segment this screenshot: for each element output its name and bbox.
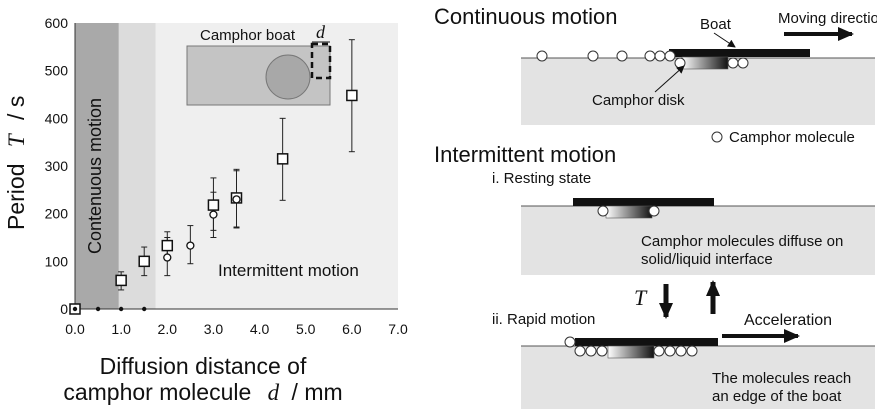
period-symbol: T — [634, 285, 648, 310]
x-tick-label: 3.0 — [204, 321, 224, 337]
rapid-camphor-disk — [607, 345, 655, 359]
x-tick-label: 5.0 — [296, 321, 316, 337]
x-tick-label: 1.0 — [111, 321, 131, 337]
region-band-1 — [118, 23, 156, 309]
boat-pointer — [713, 32, 736, 48]
region-label-continuous: Contenuous motion — [85, 98, 105, 254]
circle-marker — [163, 253, 172, 262]
molecule-legend-icon — [711, 131, 723, 143]
resting-state-label: i. Resting state — [492, 170, 591, 187]
resting-water — [521, 206, 875, 275]
camphor-molecule — [596, 345, 608, 357]
rapid-motion-label: ii. Rapid motion — [492, 311, 595, 328]
x-tick-label: 6.0 — [342, 321, 362, 337]
inset-boat-label: Camphor boat — [200, 27, 296, 44]
x-axis-label-prefix: camphor molecule — [63, 379, 251, 405]
dot-marker — [95, 306, 101, 312]
y-tick-label: 600 — [45, 15, 69, 31]
square-marker — [346, 89, 358, 102]
y-tick-label: 200 — [45, 206, 69, 222]
y-axis-unit: / s — [3, 96, 29, 120]
plot-frame — [74, 23, 398, 310]
dot-marker — [72, 306, 78, 312]
period-chart: Contenuous motion Intermittent motion Ca… — [3, 15, 408, 405]
camphor-molecule — [653, 345, 665, 357]
y-tick-label: 300 — [45, 158, 69, 174]
camphor-molecule — [597, 205, 609, 217]
molecule-legend-label: Camphor molecule — [729, 129, 855, 146]
camphor-molecule — [737, 57, 749, 69]
y-axis-symbol: T — [4, 132, 29, 147]
y-axis-label: Period T / s — [3, 96, 29, 230]
camphor-molecule — [536, 50, 548, 62]
y-tick-label: 400 — [45, 110, 69, 126]
camphor-molecule — [664, 50, 676, 62]
continuous-boat — [669, 49, 810, 57]
x-axis-symbol: d — [268, 380, 280, 405]
camphor-molecule — [564, 336, 576, 348]
camphor-molecule — [616, 50, 628, 62]
x-axis-label-line1: Diffusion distance of — [100, 353, 307, 379]
resting-molecules — [597, 205, 660, 217]
rapid-text-line1: The molecules reach — [712, 370, 851, 387]
dot-marker — [142, 306, 147, 312]
rapid-boat — [575, 338, 718, 346]
data-markers — [69, 89, 358, 315]
x-axis-unit: / mm — [292, 379, 343, 405]
x-tick-label: 2.0 — [158, 321, 178, 337]
square-marker — [138, 255, 150, 268]
intermittent-title: Intermittent motion — [434, 142, 616, 167]
camphor-molecule — [675, 345, 687, 357]
moving-direction-label: Moving direction — [778, 10, 877, 27]
resting-text-line1: Camphor molecules diffuse on — [641, 233, 843, 250]
camphor-molecule — [587, 50, 599, 62]
circle-marker — [186, 241, 195, 250]
camphor-molecule — [654, 50, 666, 62]
rapid-molecules — [564, 336, 698, 357]
y-tick-label: 0 — [60, 301, 68, 317]
camphor-molecule — [644, 50, 656, 62]
y-tick-label: 500 — [45, 63, 69, 79]
circle-marker — [209, 210, 218, 219]
square-marker — [161, 239, 174, 252]
camphor-molecule — [648, 205, 660, 217]
inset-d-symbol: d — [316, 22, 326, 42]
x-tick-label: 7.0 — [388, 321, 408, 337]
square-marker — [115, 274, 127, 287]
x-tick-label: 4.0 — [250, 321, 270, 337]
y-tick-label: 100 — [45, 253, 69, 269]
circle-marker — [232, 195, 241, 204]
acceleration-label: Acceleration — [744, 312, 832, 329]
y-axis-label-prefix: Period — [3, 164, 29, 230]
camphor-disk-label: Camphor disk — [592, 92, 685, 109]
resting-boat — [573, 198, 714, 206]
camphor-molecule — [585, 345, 597, 357]
resting-camphor-disk — [605, 205, 653, 219]
continuous-camphor-disk — [681, 56, 729, 70]
square-marker — [207, 199, 220, 211]
motion-diagram: Continuous motion Boat Moving direction … — [434, 4, 877, 409]
square-marker — [276, 153, 289, 165]
boat-label: Boat — [700, 16, 732, 33]
continuous-title: Continuous motion — [434, 4, 617, 29]
camphor-molecule — [727, 57, 739, 69]
camphor-molecule — [664, 345, 676, 357]
resting-text-line2: solid/liquid interface — [641, 251, 773, 268]
dot-marker — [118, 306, 124, 312]
region-label-intermittent: Intermittent motion — [218, 261, 359, 280]
continuous-molecules — [536, 50, 749, 69]
x-tick-label: 0.0 — [65, 321, 85, 337]
camphor-molecule — [574, 345, 586, 357]
camphor-molecule — [686, 345, 698, 357]
x-tick-labels: 0.0 1.0 2.0 3.0 4.0 5.0 6.0 7.0 — [65, 321, 408, 337]
x-axis-label-line2: camphor molecule d / mm — [63, 379, 342, 405]
y-tick-labels: 0 100 200 300 400 500 600 — [45, 15, 69, 317]
camphor-disk-pointer — [654, 65, 685, 93]
rapid-text-line2: an edge of the boat — [712, 388, 842, 405]
region-band-0 — [75, 23, 119, 309]
boat-inset: Camphor boat d — [186, 22, 332, 106]
